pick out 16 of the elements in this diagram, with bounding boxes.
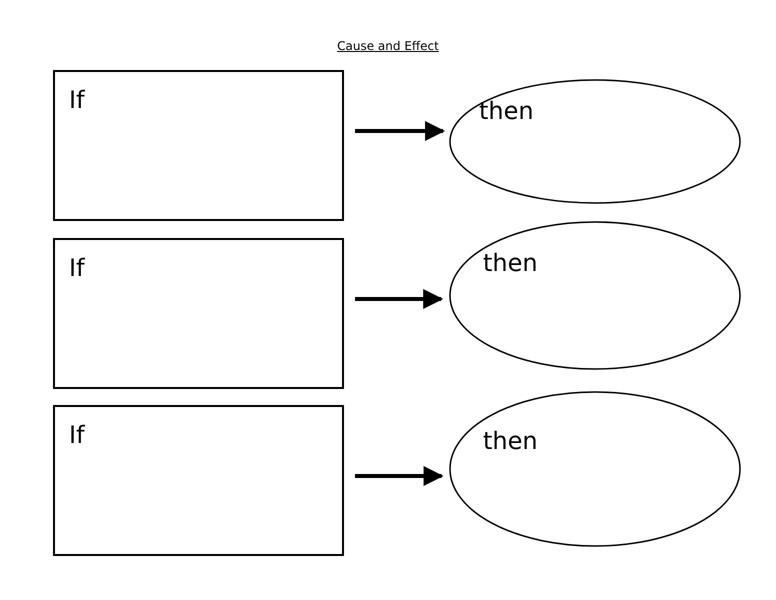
ellipse-node xyxy=(449,79,741,204)
diagram-title: Cause and Effect xyxy=(336,38,440,55)
arrow xyxy=(355,289,444,309)
if-label: If xyxy=(69,423,85,447)
if-label: If xyxy=(69,88,85,112)
then-label: then xyxy=(479,99,534,123)
rectangle-box xyxy=(53,238,344,389)
then-label: then xyxy=(483,251,538,275)
then-label: then xyxy=(483,429,538,453)
rectangle-box xyxy=(53,70,344,221)
if-label: If xyxy=(69,256,85,280)
arrow xyxy=(355,466,444,486)
arrow xyxy=(355,121,446,141)
ellipse-node xyxy=(449,221,741,370)
ellipse-node xyxy=(449,391,741,547)
rectangle-box xyxy=(53,405,344,556)
